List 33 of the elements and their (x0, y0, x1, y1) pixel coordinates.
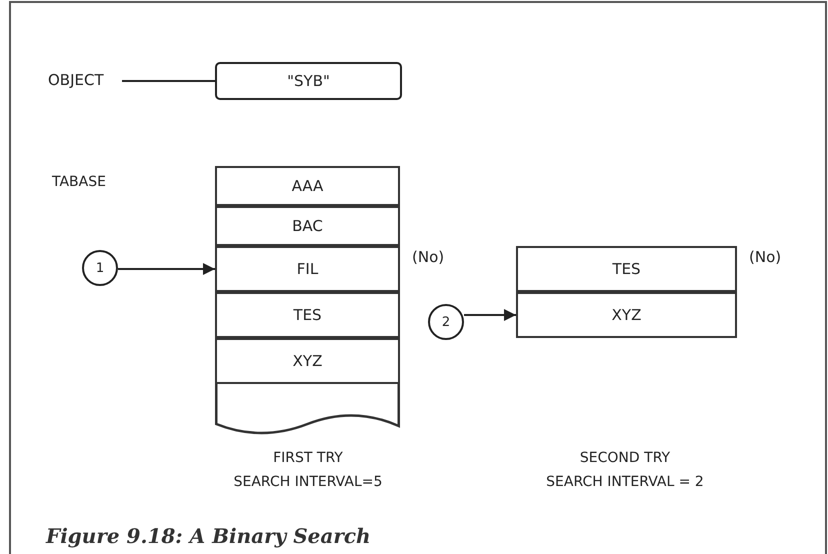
table-row (215, 292, 400, 338)
table-row (516, 246, 737, 292)
cell-text: TES (293, 306, 322, 324)
object-text: OBJECT (48, 71, 104, 89)
step-number (428, 304, 464, 340)
try-label: SEARCH INTERVAL=5 (234, 474, 382, 490)
step-number-text: 2 (442, 314, 450, 330)
table-row (215, 338, 400, 384)
try-label: FIRST TRY (273, 450, 343, 466)
cell-text: XYZ (292, 352, 322, 370)
step-number-text: 1 (96, 260, 104, 276)
value-box (215, 62, 402, 100)
table-continuation (215, 384, 400, 436)
connector-line (122, 80, 215, 82)
cell-text: "SYB" (287, 72, 330, 90)
table-row (215, 246, 400, 292)
cell-text: FIL (296, 260, 318, 278)
try-label: SECOND TRY (580, 450, 670, 466)
table-row (215, 166, 400, 206)
figure-caption: Figure 9.18: A Binary Search (46, 524, 371, 548)
result-note: (No) (412, 248, 444, 266)
arrow (118, 263, 215, 275)
try-label: SEARCH INTERVAL = 2 (546, 474, 704, 490)
step-number (82, 250, 118, 286)
result-note: (No) (749, 248, 782, 266)
arrow (464, 309, 516, 321)
cell-text: XYZ (612, 306, 642, 324)
table-label: TABASE (52, 174, 106, 190)
table-row (215, 206, 400, 246)
cell-text: BAC (292, 217, 323, 235)
table-row (516, 292, 737, 338)
cell-text: TES (612, 260, 641, 278)
cell-text: AAA (292, 177, 324, 195)
